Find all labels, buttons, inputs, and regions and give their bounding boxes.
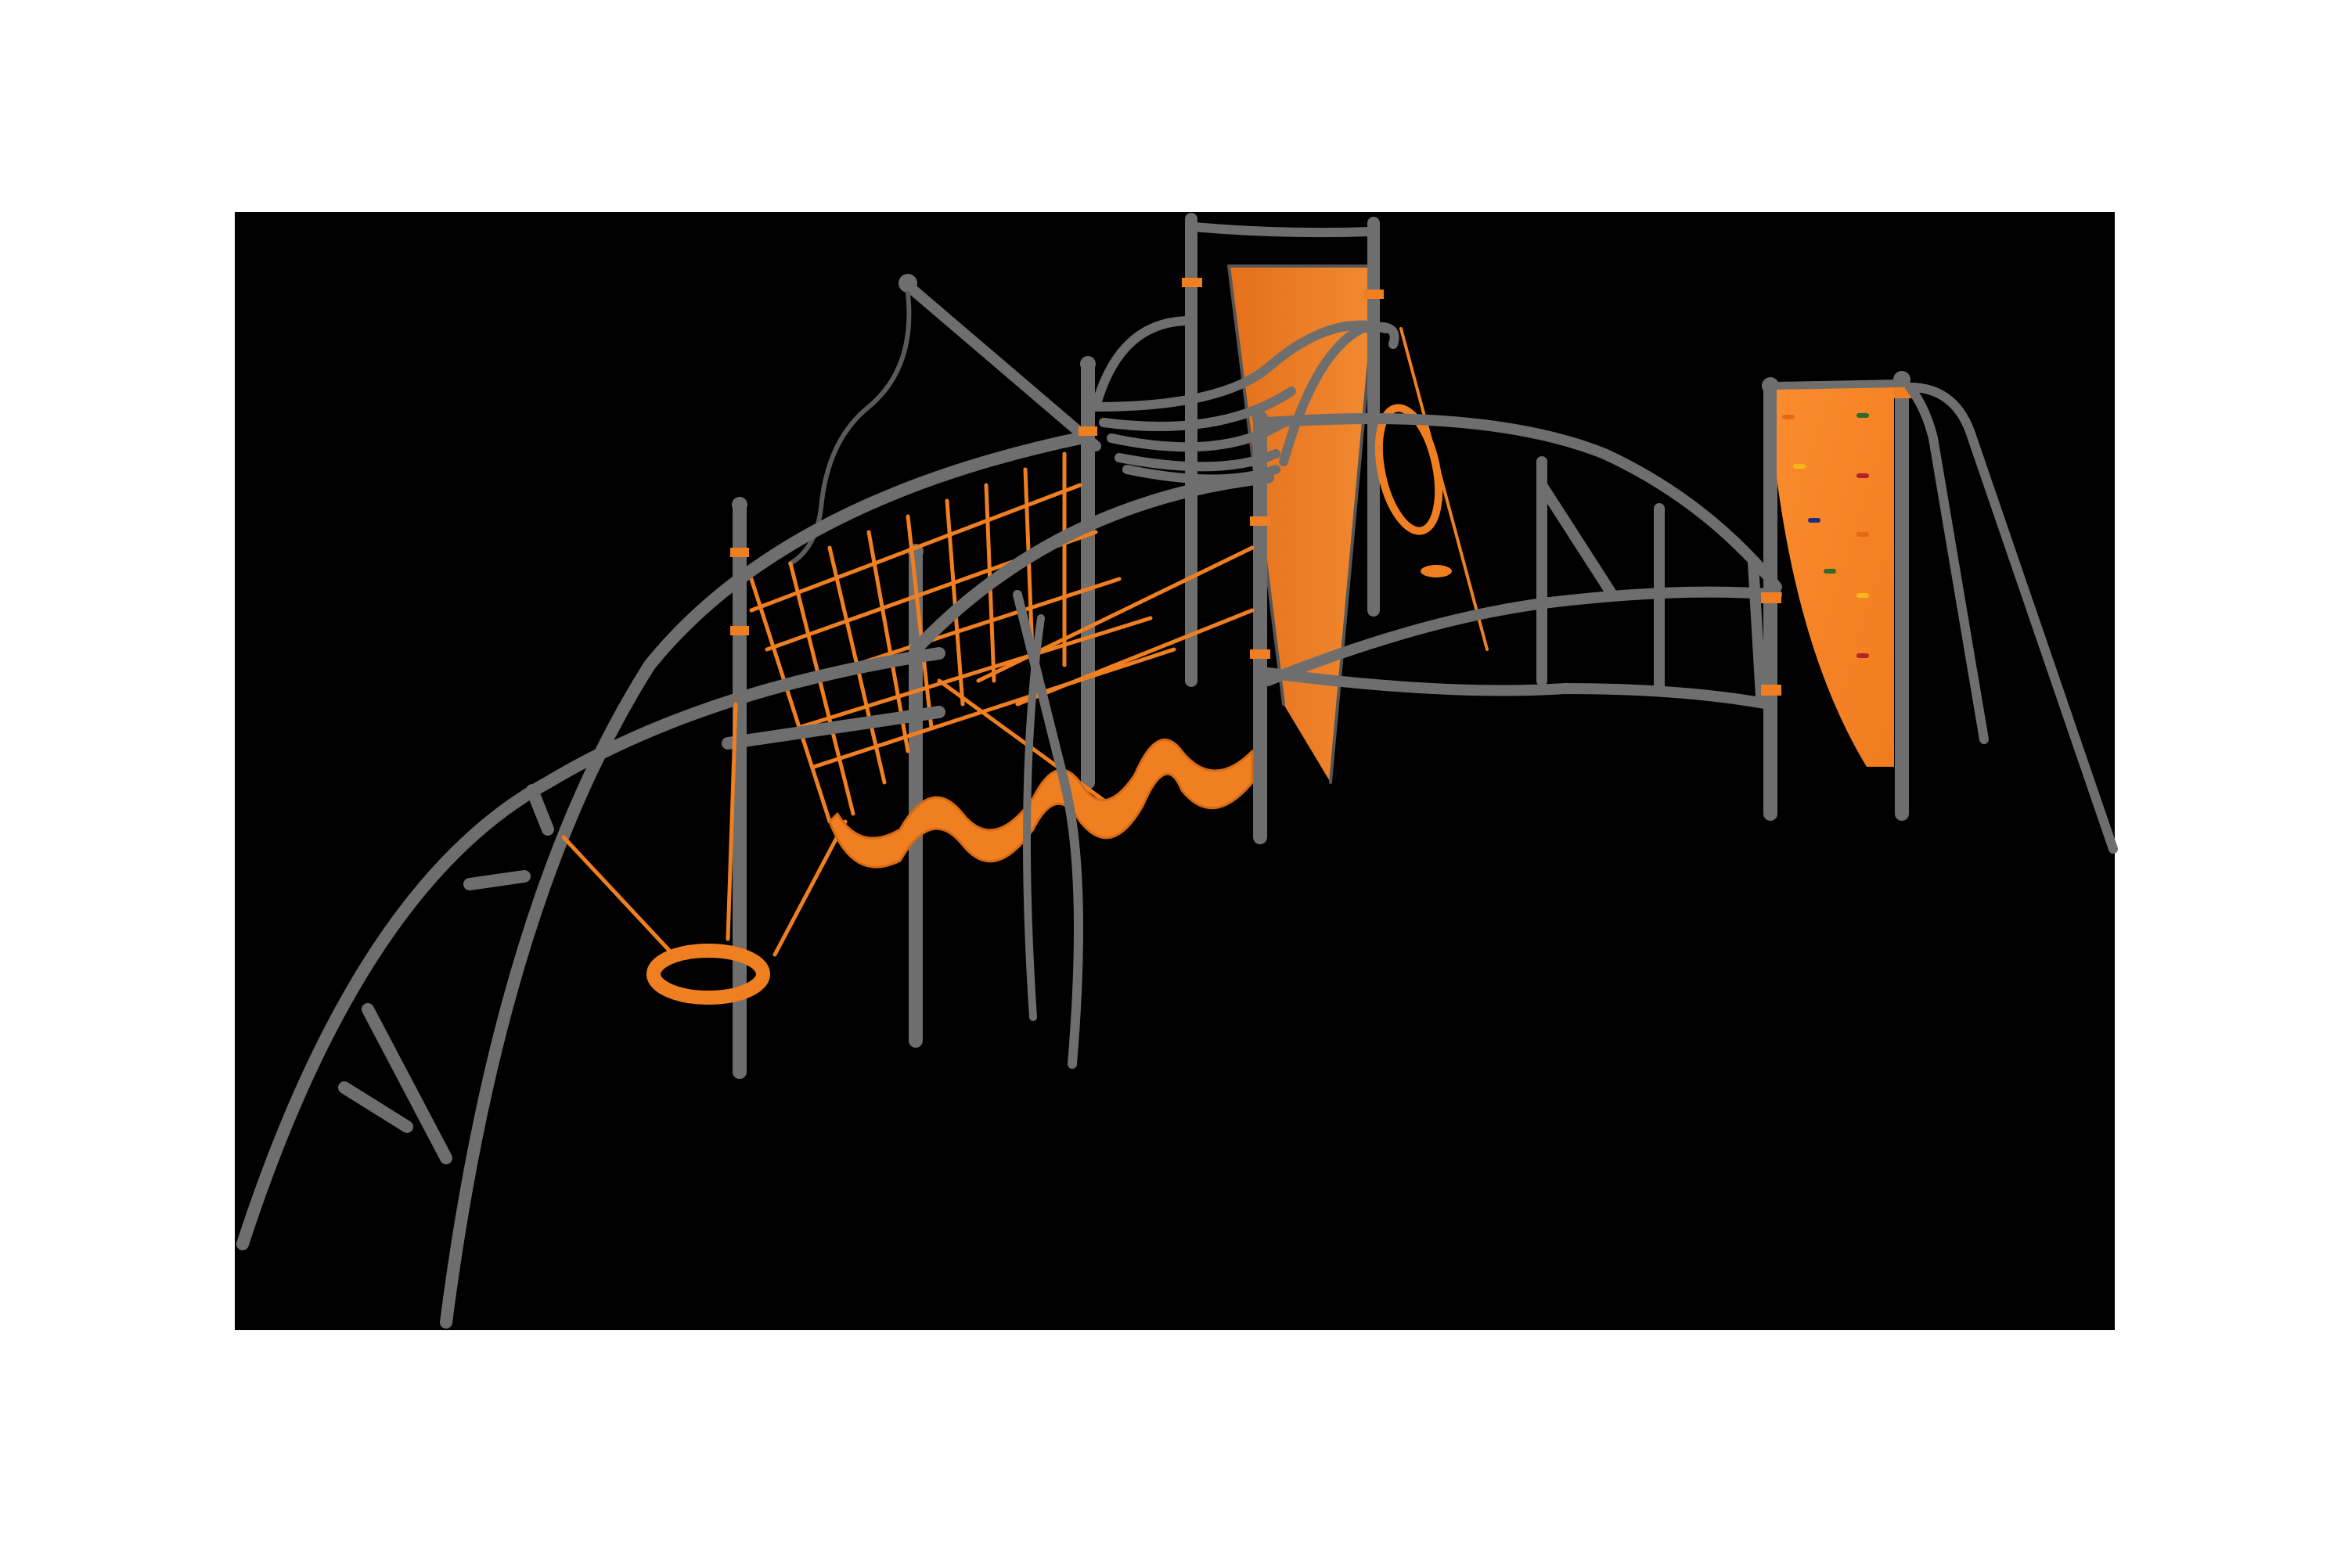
climbing-wall <box>1773 379 1902 767</box>
rope-loop <box>1374 404 1443 535</box>
arched-frame-left <box>236 432 1274 1329</box>
arched-ladder-bridge-right <box>1262 413 1782 710</box>
wave-bridge-seats <box>828 738 1254 869</box>
sloped-support-poles <box>1905 383 2118 854</box>
ring-swing <box>561 702 848 1005</box>
climbing-holds <box>1782 413 1869 658</box>
